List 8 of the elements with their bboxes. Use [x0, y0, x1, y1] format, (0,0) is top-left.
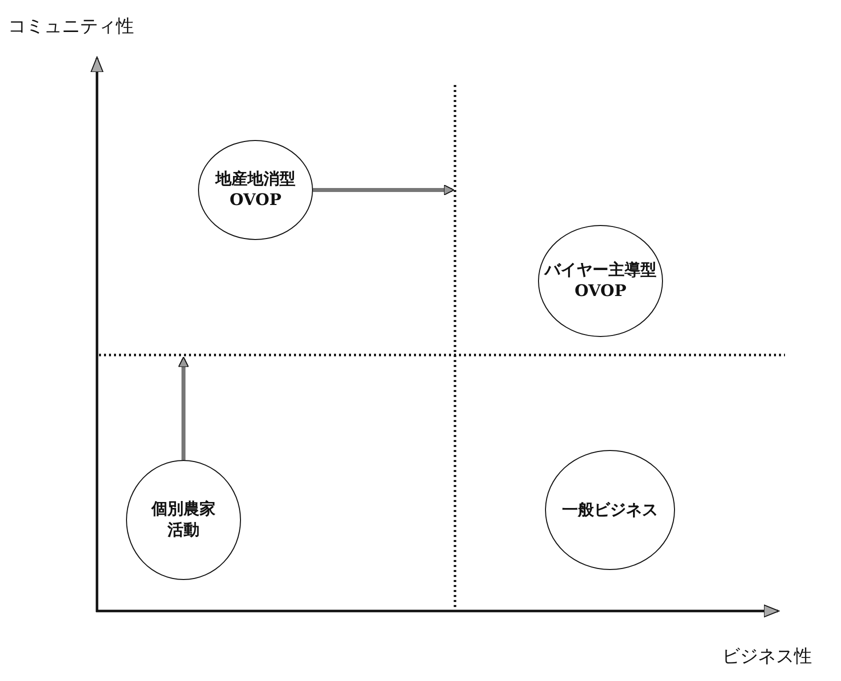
category-label: バイヤー主導型 OVOP [543, 260, 658, 302]
x-axis-title: ビジネス性 [722, 645, 812, 668]
y-axis-title: コミュニティ性 [8, 15, 134, 38]
arrow [178, 356, 189, 460]
category-label: 個別農家活動 [150, 499, 216, 541]
arrow [313, 184, 454, 196]
category-label: 一般ビジネス [562, 500, 658, 520]
category-label: 地産地消型 OVOP [214, 169, 296, 211]
